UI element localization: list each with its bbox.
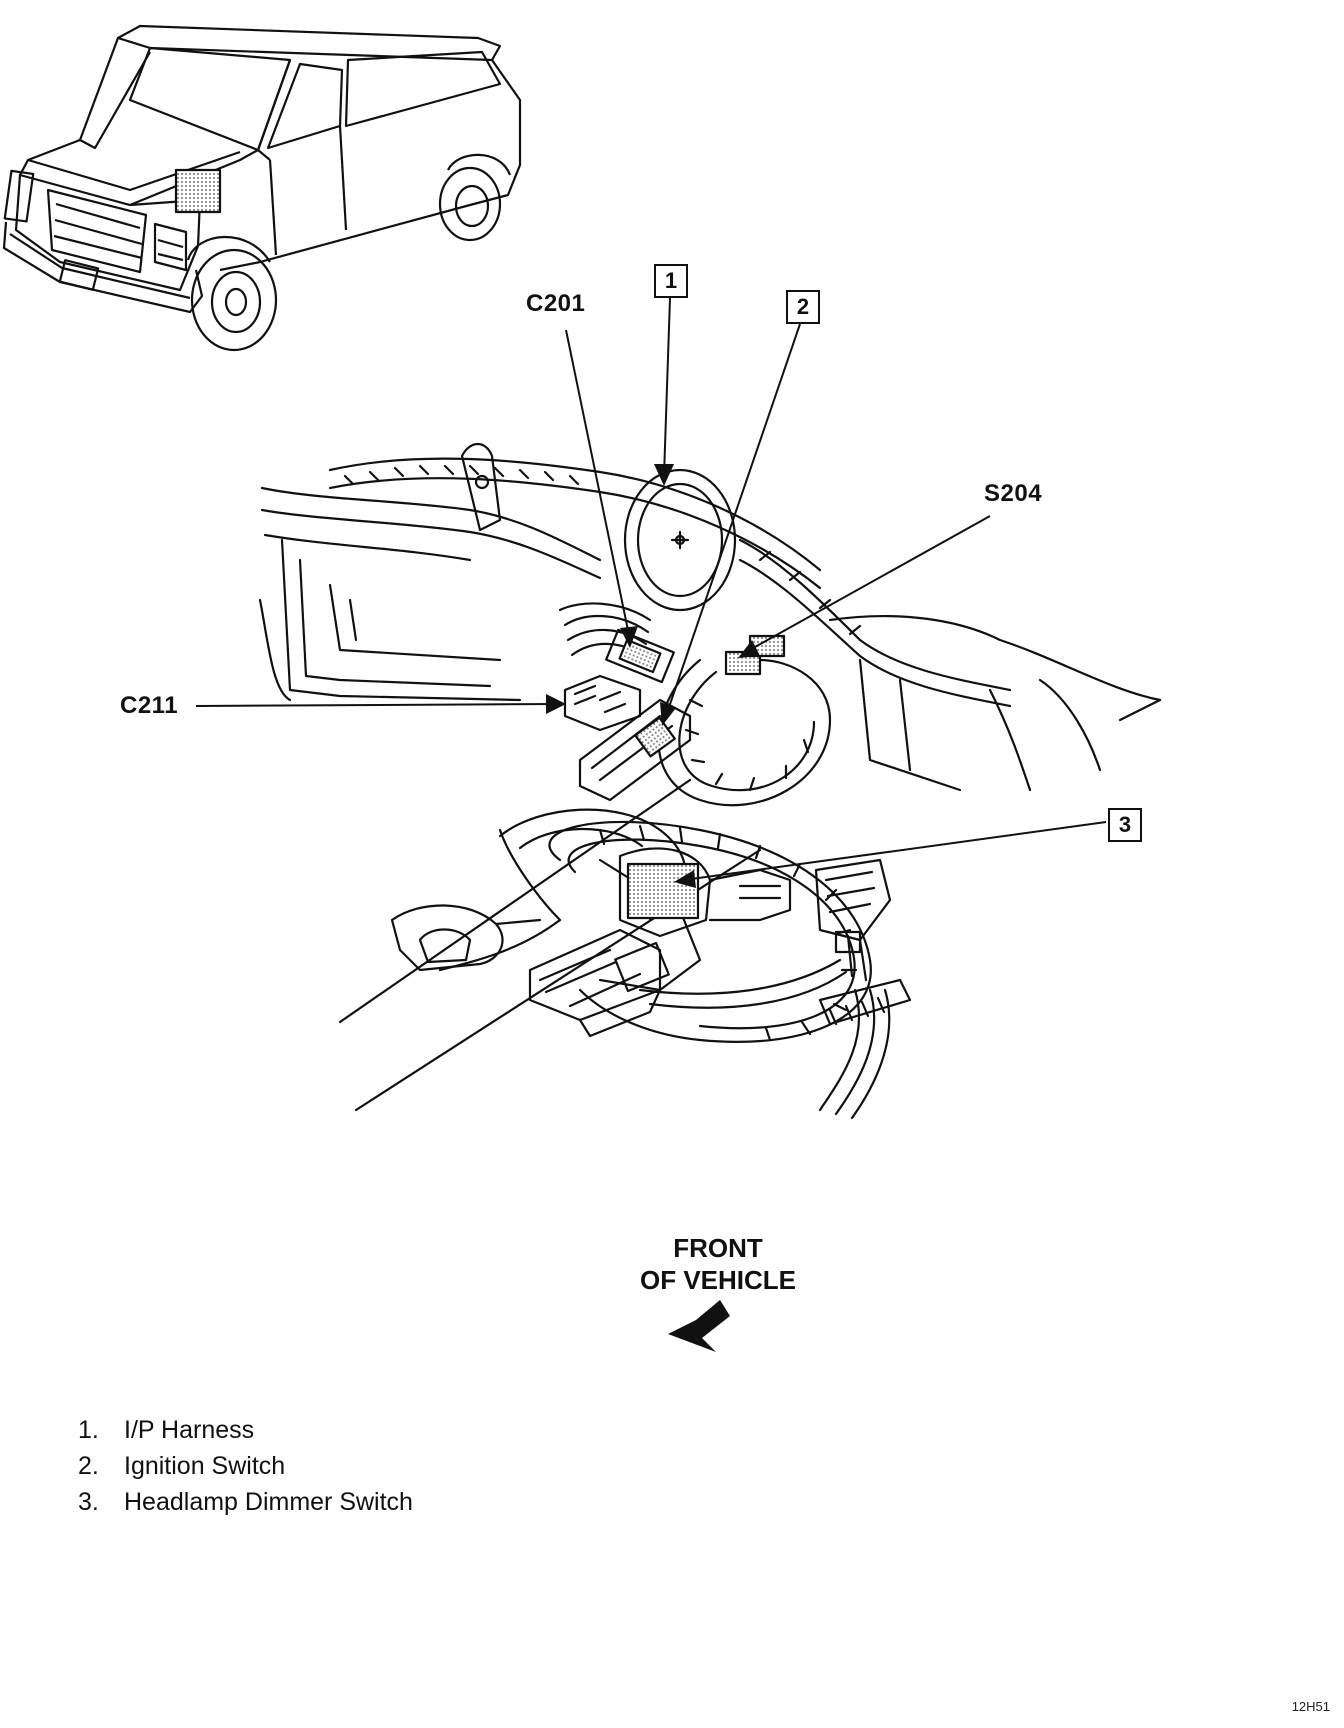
legend-label: Ignition Switch: [124, 1452, 286, 1480]
callout-box-3: 3: [1108, 808, 1142, 842]
front-label-line1: FRONT: [673, 1233, 763, 1263]
ip-harness-drawing: [258, 442, 1162, 1120]
legend-number: 3.: [78, 1488, 99, 1516]
callout-box-2: 2: [786, 290, 820, 324]
legend-item: 1. I/P Harness: [78, 1412, 413, 1448]
legend-label: I/P Harness: [124, 1416, 255, 1444]
van-locator-drawing: [2, 24, 522, 352]
front-of-vehicle-arrow: [668, 1300, 730, 1352]
legend-list: 1. I/P Harness 2. Ignition Switch 3. Headla…: [78, 1412, 413, 1520]
callout-box-1: 1: [654, 264, 688, 298]
legend-item: 2. Ignition Switch: [78, 1448, 413, 1484]
legend-number: 1.: [78, 1416, 99, 1444]
leader-lines: [195, 297, 1107, 881]
legend-label: Headlamp Dimmer Switch: [124, 1488, 413, 1516]
c201-label: C201: [526, 290, 586, 317]
figure-id: 12H51: [1291, 1699, 1330, 1714]
front-label-line2: OF VEHICLE: [639, 1265, 796, 1295]
c211-label: C211: [120, 692, 179, 719]
leader-arrowheads: [546, 464, 760, 888]
legend-item: 3. Headlamp Dimmer Switch: [78, 1484, 413, 1520]
front-of-vehicle-label: FRONT OF VEHICLE: [606, 1232, 830, 1296]
s204-label: S204: [984, 480, 1043, 507]
legend-number: 2.: [78, 1452, 99, 1480]
